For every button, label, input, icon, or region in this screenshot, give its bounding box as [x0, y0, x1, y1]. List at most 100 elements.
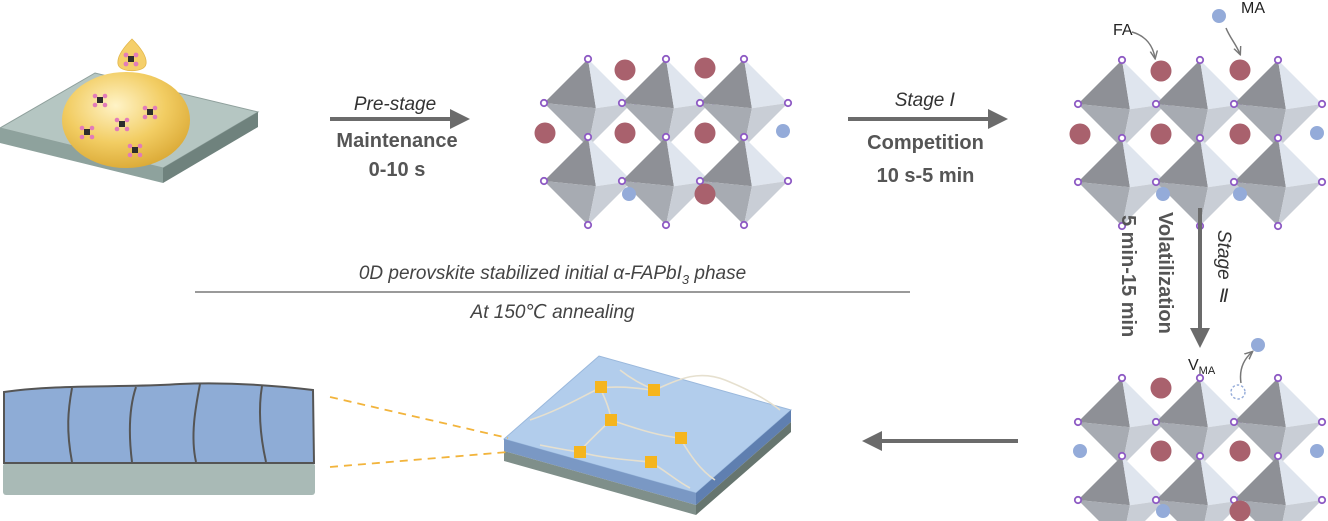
octahedron-face	[1078, 104, 1130, 148]
molecule-atom	[114, 126, 120, 132]
fa-cation	[1229, 440, 1251, 462]
octahedron-face	[1282, 500, 1322, 521]
fa-cation	[534, 122, 556, 144]
octahedron-face	[1234, 182, 1286, 226]
molecule-atom	[142, 105, 148, 111]
molecule-core	[132, 147, 138, 153]
octahedron-face	[1126, 500, 1166, 521]
octahedron-face	[1122, 422, 1166, 466]
octahedron-face	[1078, 500, 1130, 521]
perovskite-lattice-competition	[1069, 55, 1327, 231]
ma-cation	[1233, 187, 1247, 201]
stage-2-time: 5 min-15 min	[1117, 215, 1139, 338]
iodide-ion	[739, 220, 749, 230]
vacancy-label: VMA	[1188, 357, 1216, 378]
iodide-ion	[1073, 99, 1083, 109]
iodide-ion	[1317, 177, 1327, 187]
iodide-ion	[1073, 417, 1083, 427]
fa-cation	[694, 122, 716, 144]
zoom-line-bottom	[329, 451, 509, 468]
iodide-ion	[539, 98, 549, 108]
octahedron-face	[1122, 60, 1166, 110]
molecule-atom	[152, 105, 158, 111]
ma-cation	[1310, 444, 1324, 458]
octahedron-face	[622, 137, 674, 187]
octahedron-face	[588, 59, 632, 109]
octahedron-face	[1234, 60, 1286, 110]
octahedron-face	[1278, 60, 1322, 110]
molecule-atom	[102, 93, 108, 99]
octahedron-face	[1078, 60, 1130, 110]
iodide-ion	[1317, 417, 1327, 427]
iodide-ion	[1117, 373, 1127, 383]
molecule-atom	[124, 117, 130, 123]
octahedron-face	[1234, 456, 1286, 506]
octahedron-face	[700, 59, 752, 109]
fa-cation	[614, 122, 636, 144]
octahedron-face	[1278, 104, 1322, 148]
ma-cation-icon	[1212, 9, 1226, 23]
octahedron-face	[1122, 378, 1166, 428]
iodide-ion	[539, 176, 549, 186]
iodide-ion	[661, 54, 671, 64]
fa-cation	[1150, 60, 1172, 82]
stabilized-film	[502, 355, 793, 515]
octahedron-face	[1278, 456, 1322, 506]
iodide-ion	[617, 176, 627, 186]
iodide-ion	[783, 176, 793, 186]
fa-molecule-icon	[123, 52, 139, 67]
ma-pointer-arrow	[1225, 27, 1240, 54]
molecule-atom	[124, 126, 130, 132]
annealing-caption: At 150℃ annealing	[470, 302, 635, 323]
octahedron-face	[1156, 422, 1208, 466]
iodide-ion	[783, 98, 793, 108]
iodide-ion	[1273, 133, 1283, 143]
octahedron-face	[1156, 138, 1208, 188]
stage-1-label: Stage Ⅰ	[894, 90, 956, 111]
iodide-ion	[617, 98, 627, 108]
perovskite-lattice-initial	[534, 54, 793, 230]
zoom-line-top	[329, 396, 509, 439]
fa-label: FA	[1113, 22, 1133, 39]
octahedron-face	[544, 137, 596, 187]
octahedron-face	[1200, 182, 1244, 226]
octahedron-face	[588, 137, 632, 187]
iodide-ion	[583, 220, 593, 230]
iodide-ion	[1151, 99, 1161, 109]
molecule-atom	[102, 102, 108, 108]
iodide-ion	[1317, 495, 1327, 505]
fa-pointer-arrow	[1131, 31, 1155, 58]
molecule-atom	[127, 143, 133, 149]
octahedron-face	[1122, 138, 1166, 188]
molecule-core	[147, 109, 153, 115]
octahedron-face	[1078, 422, 1130, 466]
iodide-ion	[661, 132, 671, 142]
octahedron-face	[1078, 182, 1130, 226]
octahedron-face	[1078, 378, 1130, 428]
volatilization-label: Volatilization	[1154, 212, 1176, 334]
iodide-ion	[1273, 373, 1283, 383]
octahedron-face	[666, 59, 710, 109]
molecule-atom	[89, 134, 95, 140]
octahedron-face	[622, 103, 674, 147]
octahedron-face	[1278, 378, 1322, 428]
octahedron-face	[1078, 138, 1130, 188]
octahedron-face	[1234, 378, 1286, 428]
octahedron-face	[544, 59, 596, 109]
escaping-ma-cation-icon	[1251, 338, 1265, 352]
iodide-ion	[739, 54, 749, 64]
molecule-atom	[114, 117, 120, 123]
molecule-atom	[142, 114, 148, 120]
iodide-ion	[1195, 451, 1205, 461]
octahedron-face	[700, 137, 752, 187]
iodide-ion	[1117, 221, 1127, 231]
precursor-droplet-substrate	[0, 38, 260, 183]
molecule-atom	[89, 125, 95, 131]
octahedron-face	[588, 181, 632, 225]
octahedron-face	[1234, 422, 1286, 466]
ma-label: MA	[1241, 0, 1265, 17]
octahedron-face	[544, 103, 596, 147]
competition-label: Competition	[867, 132, 984, 154]
molecule-atom	[79, 125, 85, 131]
iodide-ion	[1151, 495, 1161, 505]
